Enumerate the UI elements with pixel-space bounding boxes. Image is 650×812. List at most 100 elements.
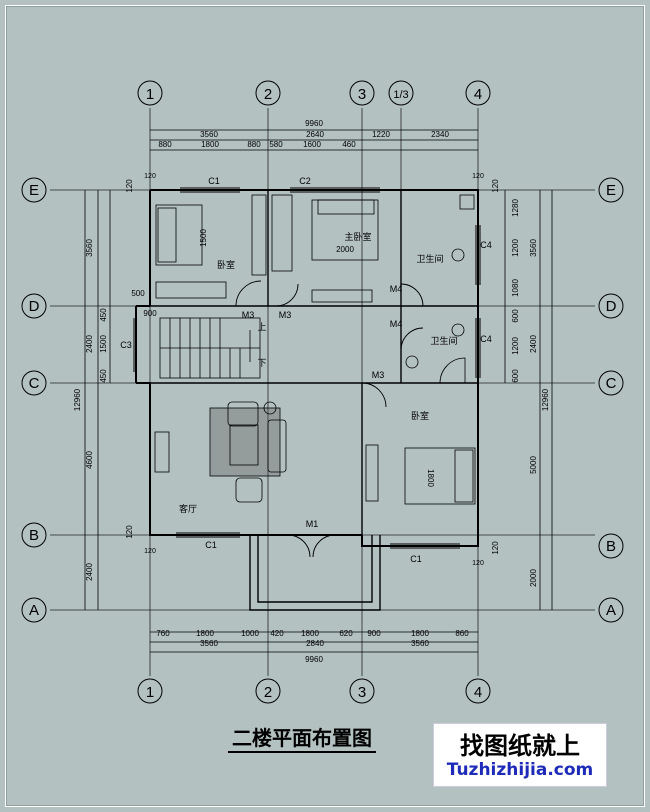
axis-D-right: D [606, 298, 617, 315]
svg-text:860: 860 [455, 629, 469, 638]
svg-text:1800: 1800 [426, 469, 435, 487]
svg-text:120: 120 [472, 560, 484, 567]
axis-bubbles [21, 80, 624, 704]
axis-E-right: E [606, 182, 616, 199]
doors [235, 280, 424, 558]
svg-text:120: 120 [125, 179, 134, 193]
wardrobe [251, 194, 267, 276]
svg-text:1800: 1800 [196, 629, 214, 638]
label-bath2: 卫生间 [430, 335, 457, 346]
brand-badge[interactable]: 找图纸就上 Tuzhizhijia.com [433, 723, 607, 787]
axis-A-right: A [606, 602, 616, 619]
brand-url[interactable]: Tuzhizhijia.com [446, 760, 594, 780]
svg-text:M3: M3 [242, 310, 255, 320]
axis-labels: 1 2 3 1/3 4 1 2 3 4 E D C B A E D C B A [29, 86, 617, 701]
svg-text:C1: C1 [208, 176, 220, 186]
axis-3-bottom: 3 [358, 684, 366, 701]
svg-text:3560: 3560 [85, 239, 94, 257]
tv-cabinet [154, 431, 170, 473]
svg-text:9960: 9960 [305, 119, 323, 128]
svg-text:1600: 1600 [303, 140, 321, 149]
svg-text:1800: 1800 [201, 140, 219, 149]
svg-text:1800: 1800 [301, 629, 319, 638]
svg-text:C3: C3 [120, 340, 132, 350]
svg-text:M4: M4 [390, 284, 403, 294]
sofa [209, 407, 281, 477]
dimension-text-vertical-left: 3560 2400 4600 2400 12960 450 1500 450 1… [73, 179, 157, 581]
svg-text:3560: 3560 [411, 639, 429, 648]
svg-text:C4: C4 [480, 240, 492, 250]
svg-text:M3: M3 [279, 310, 292, 320]
axis-1-top: 1 [146, 86, 154, 103]
axis-13-top: 1/3 [393, 89, 408, 101]
svg-text:3560: 3560 [200, 130, 218, 139]
svg-text:1000: 1000 [241, 629, 259, 638]
svg-text:2840: 2840 [306, 639, 324, 648]
svg-text:1220: 1220 [372, 130, 390, 139]
svg-text:2400: 2400 [85, 335, 94, 353]
axis-2-top: 2 [264, 86, 272, 103]
svg-text:1200: 1200 [511, 239, 520, 257]
axis-E-left: E [29, 182, 39, 199]
svg-text:460: 460 [342, 140, 356, 149]
label-living: 客厅 [179, 503, 197, 514]
dimension-text-vertical-right: 3560 2400 5000 2000 12960 1280 1200 1080… [491, 179, 550, 587]
svg-text:1080: 1080 [511, 279, 520, 297]
dimension-text: 9960 3560 2640 1220 2340 880 1800 880 58… [156, 119, 469, 664]
svg-text:M3: M3 [372, 370, 385, 380]
furniture [154, 194, 476, 505]
svg-text:450: 450 [99, 369, 108, 383]
svg-text:1500: 1500 [199, 229, 208, 247]
axis-A-left: A [29, 602, 39, 619]
svg-text:580: 580 [269, 140, 283, 149]
axis-C-right: C [606, 375, 617, 392]
svg-text:760: 760 [156, 629, 170, 638]
label-bath1: 卫生间 [416, 253, 443, 264]
label-bed1: 卧室 [217, 259, 235, 270]
axis-4-bottom: 4 [474, 684, 482, 701]
svg-text:120: 120 [144, 548, 156, 555]
svg-text:3560: 3560 [200, 639, 218, 648]
svg-text:900: 900 [143, 309, 157, 318]
svg-text:1200: 1200 [511, 337, 520, 355]
svg-text:1280: 1280 [511, 199, 520, 217]
svg-text:600: 600 [511, 309, 520, 323]
axis-3-top: 3 [358, 86, 366, 103]
svg-text:420: 420 [270, 629, 284, 638]
svg-text:9960: 9960 [305, 655, 323, 664]
label-bed2: 卧室 [411, 410, 429, 421]
windows [133, 187, 481, 549]
axis-B-left: B [29, 527, 39, 544]
exterior-walls [135, 189, 479, 547]
svg-text:下: 下 [257, 358, 266, 368]
drawing-frame [5, 5, 645, 807]
svg-text:120: 120 [491, 541, 500, 555]
svg-text:C4: C4 [480, 334, 492, 344]
dimension-lines [84, 129, 553, 653]
svg-text:4600: 4600 [85, 451, 94, 469]
brand-name: 找图纸就上 [460, 732, 580, 760]
label-master: 主卧室 [344, 231, 371, 242]
svg-text:880: 880 [247, 140, 261, 149]
axis-4-top: 4 [474, 86, 482, 103]
svg-text:450: 450 [99, 308, 108, 322]
interior-walls [150, 190, 478, 535]
drawing-title: 二楼平面布置图 [228, 722, 376, 753]
svg-text:12960: 12960 [73, 388, 82, 411]
svg-text:2000: 2000 [336, 245, 354, 254]
svg-text:500: 500 [131, 289, 145, 298]
svg-text:上: 上 [257, 322, 266, 332]
svg-text:M4: M4 [390, 319, 403, 329]
svg-text:12960: 12960 [541, 388, 550, 411]
room-labels: 卧室 1500 主卧室 2000 卫生间 卫生间 卧室 1800 客厅 上 下 … [120, 173, 492, 567]
bed-2 [404, 447, 476, 505]
svg-text:600: 600 [511, 369, 520, 383]
svg-text:120: 120 [491, 179, 500, 193]
svg-text:5000: 5000 [529, 456, 538, 474]
svg-text:2400: 2400 [85, 563, 94, 581]
svg-text:2640: 2640 [306, 130, 324, 139]
svg-text:2340: 2340 [431, 130, 449, 139]
svg-text:900: 900 [367, 629, 381, 638]
axis-D-left: D [29, 298, 40, 315]
svg-text:M1: M1 [306, 519, 319, 529]
